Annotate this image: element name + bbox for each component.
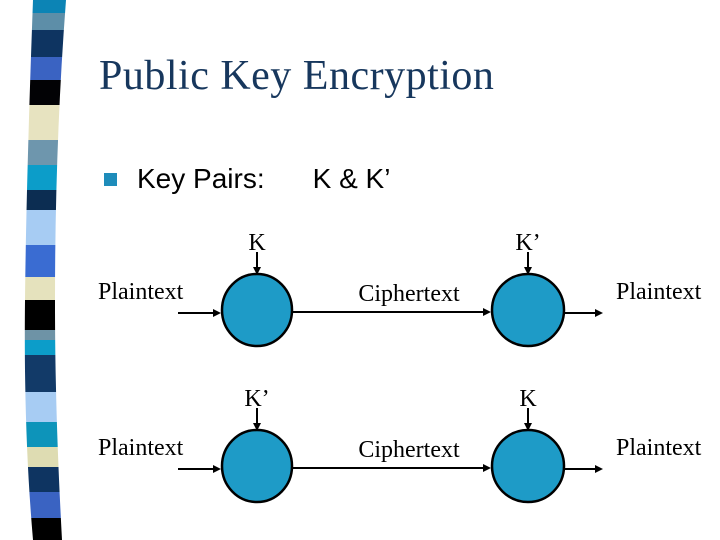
right-arrowhead	[213, 309, 221, 317]
plaintext-input-label: Plaintext	[98, 279, 184, 305]
down-arrowhead	[524, 267, 532, 275]
flow-graphics-row-2	[178, 408, 603, 504]
plaintext-input-label: Plaintext	[98, 435, 184, 461]
right-arrowhead	[483, 464, 491, 472]
encrypt-node	[220, 272, 294, 348]
decrypt-node	[220, 428, 294, 504]
down-arrowhead	[253, 267, 261, 275]
decorative-ribbon	[24, 0, 66, 540]
down-arrowhead	[524, 423, 532, 431]
key-label-right: K’	[515, 230, 541, 256]
key-pairs-value: K & K’	[312, 163, 391, 194]
right-arrowhead	[483, 308, 491, 316]
down-arrowhead	[253, 423, 261, 431]
ciphertext-label: Ciphertext	[358, 281, 460, 307]
right-arrowhead	[595, 465, 603, 473]
bullet-square-icon	[104, 172, 117, 186]
key-label-right: K	[519, 386, 537, 412]
decrypt-node	[490, 272, 566, 348]
flow-graphics-row-1	[178, 252, 603, 348]
key-pairs-line: Key Pairs: K & K’	[104, 163, 390, 195]
encryption-flow-row-1: K K’ Plaintext Ciphertext Plaintext	[0, 228, 720, 363]
key-pairs-label: Key Pairs:	[137, 163, 265, 194]
encryption-flow-row-2: K’ K Plaintext Ciphertext Plaintext	[0, 384, 720, 519]
right-arrowhead	[213, 465, 221, 473]
key-label-left: K	[248, 230, 266, 256]
encrypt-node	[490, 428, 566, 504]
page-title: Public Key Encryption	[99, 53, 495, 99]
right-arrowhead	[595, 309, 603, 317]
plaintext-output-label: Plaintext	[616, 279, 702, 305]
plaintext-output-label: Plaintext	[616, 435, 702, 461]
key-label-left: K’	[244, 386, 270, 412]
ciphertext-label: Ciphertext	[358, 437, 460, 463]
